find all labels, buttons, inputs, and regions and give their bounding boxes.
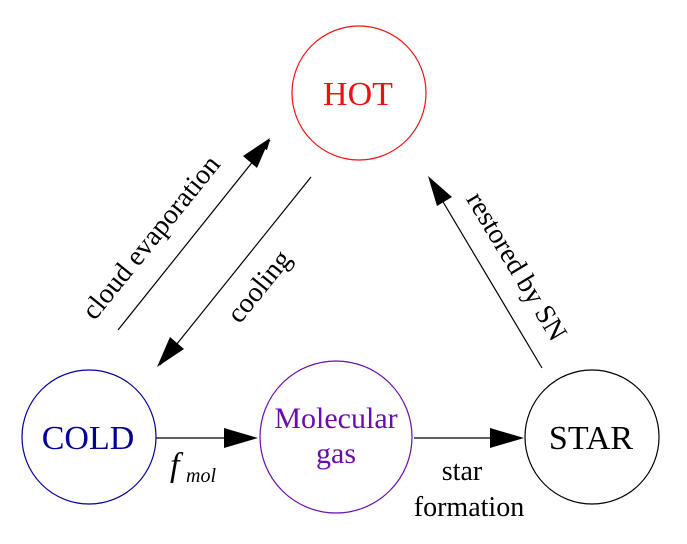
cold-label: COLD xyxy=(42,420,135,457)
label-restored-by-sn: restored by SN xyxy=(460,187,573,347)
arrow-restored-by-sn xyxy=(429,179,543,369)
label-star-formation-line2: formation xyxy=(414,492,524,523)
molecular-label-line2: gas xyxy=(316,437,356,470)
arrowhead-cloud-evaporation xyxy=(243,138,270,168)
label-cloud-evaporation: cloud evaporation xyxy=(76,150,227,326)
f-mol-symbol: f xyxy=(170,447,184,484)
molecular-label-line1: Molecular xyxy=(274,402,397,435)
node-star: STAR xyxy=(524,369,660,505)
star-circle xyxy=(524,369,660,505)
arrow-cooling xyxy=(159,176,312,366)
molecular-circle xyxy=(259,360,413,514)
label-f-mol: f mol xyxy=(170,447,216,487)
label-cooling: cooling xyxy=(221,244,298,329)
node-molecular-gas: Molecular gas xyxy=(259,360,413,514)
hot-label: HOT xyxy=(323,76,393,113)
cold-circle xyxy=(21,369,157,505)
arrowhead-restored-by-sn xyxy=(428,176,452,206)
arrowhead-star-formation xyxy=(490,428,524,448)
arrowhead-f-mol xyxy=(224,428,258,448)
label-star-formation-line1: star xyxy=(442,456,483,487)
node-hot: HOT xyxy=(291,25,427,161)
node-cold: COLD xyxy=(21,369,157,505)
hot-circle xyxy=(291,25,427,161)
arrowhead-cooling xyxy=(157,337,184,367)
f-mol-subscript: mol xyxy=(186,465,216,487)
arrow-cloud-evaporation xyxy=(117,139,271,331)
star-label: STAR xyxy=(549,420,634,457)
